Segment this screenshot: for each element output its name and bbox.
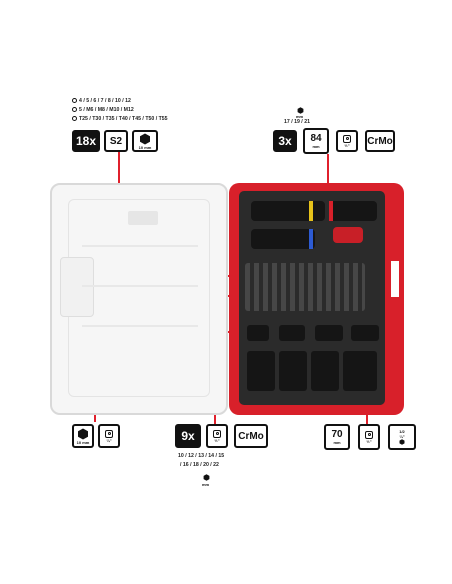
length-badge: 84 mm xyxy=(303,128,329,154)
socket xyxy=(311,351,339,391)
socket xyxy=(315,325,343,341)
case-tray xyxy=(229,183,404,415)
count-badge: 9x xyxy=(175,424,201,448)
hex-icon xyxy=(140,133,150,144)
logo-plate xyxy=(128,211,158,225)
size-row-allen: 5 / M6 / M8 / M10 / M12 xyxy=(72,107,134,114)
hex-icon xyxy=(297,107,304,114)
socket-drive-badge: ¼" xyxy=(98,424,120,448)
drive-badge: ½" xyxy=(206,424,228,448)
square-drive-icon xyxy=(365,430,373,439)
socket xyxy=(247,325,269,341)
sizes-line-2: / 16 / 18 / 20 / 22 xyxy=(180,462,219,468)
square-drive-icon xyxy=(213,429,221,438)
socket xyxy=(279,325,305,341)
drive-badge: ½" xyxy=(336,130,358,152)
long-socket xyxy=(251,201,325,221)
hex-drive-badge: 10 mm xyxy=(132,130,158,152)
material-badge: CrMo xyxy=(365,130,395,152)
material-badge: CrMo xyxy=(234,424,268,448)
foam-insert xyxy=(239,191,385,405)
material-badge: S2 xyxy=(104,130,128,152)
hex-unit: mm xyxy=(202,482,210,487)
hex-icon xyxy=(203,474,210,481)
hex-unit: mm xyxy=(296,114,304,119)
socket xyxy=(343,351,377,391)
socket xyxy=(279,351,307,391)
hex-icon xyxy=(399,439,405,445)
count-badge: 3x xyxy=(273,130,297,152)
size-row-torx: T25 / T30 / T35 / T40 / T45 / T50 / T55 xyxy=(72,116,168,123)
hex-icon xyxy=(78,428,88,439)
hex-drive-badge: 10 mm xyxy=(72,424,94,448)
long-socket xyxy=(251,229,315,249)
hex-bit-icon xyxy=(72,98,77,104)
count-badge: 18x xyxy=(72,130,100,152)
case-lid xyxy=(50,183,228,415)
leader-line xyxy=(327,154,329,210)
torx-bit-icon xyxy=(72,116,77,122)
long-socket xyxy=(329,201,377,221)
adapter-badge: 1/2 ¼" xyxy=(388,424,416,450)
square-drive-icon xyxy=(105,429,113,438)
case-handle xyxy=(389,259,401,299)
socket xyxy=(351,325,379,341)
drive-badge: ½" xyxy=(358,424,380,450)
sizes-label: 17 / 19 / 21 xyxy=(284,119,310,125)
size-row-hex: 4 / 5 / 6 / 7 / 8 / 10 / 12 xyxy=(72,98,131,105)
allen-bit-icon xyxy=(72,107,77,113)
square-drive-icon xyxy=(343,134,351,143)
socket xyxy=(247,351,275,391)
adapter xyxy=(333,227,363,243)
sizes-line-1: 10 / 12 / 13 / 14 / 15 xyxy=(178,453,225,459)
length-badge: 70 mm xyxy=(324,424,350,450)
bit-rack xyxy=(245,263,365,311)
